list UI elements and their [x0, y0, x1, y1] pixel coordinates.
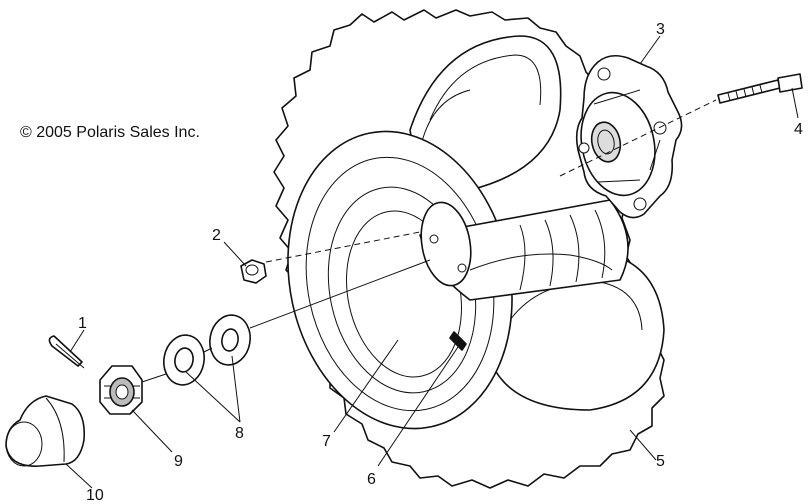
- leader-lines: [65, 35, 799, 489]
- callout-9: 9: [174, 453, 183, 470]
- rim: [287, 130, 629, 430]
- center-lines: [141, 99, 717, 383]
- washers: [163, 314, 251, 386]
- dust-cap: [5, 395, 86, 467]
- lug-nut: [240, 259, 267, 284]
- callouts: 1 2 3 4 5 6 7 8 9 10: [78, 21, 803, 504]
- callout-1: 1: [78, 315, 87, 332]
- copyright-text: © 2005 Polaris Sales Inc.: [20, 124, 200, 141]
- callout-4: 4: [794, 121, 803, 138]
- castle-nut: [99, 365, 143, 415]
- callout-10: 10: [86, 487, 104, 504]
- callout-3: 3: [656, 21, 665, 38]
- callout-6: 6: [367, 471, 376, 488]
- callout-7: 7: [322, 433, 331, 450]
- callout-8: 8: [235, 425, 244, 442]
- hub: [575, 54, 683, 219]
- callout-2: 2: [212, 227, 221, 244]
- stud-bolt: [717, 73, 803, 104]
- callout-5: 5: [656, 453, 665, 470]
- cotter-pin: [48, 335, 85, 369]
